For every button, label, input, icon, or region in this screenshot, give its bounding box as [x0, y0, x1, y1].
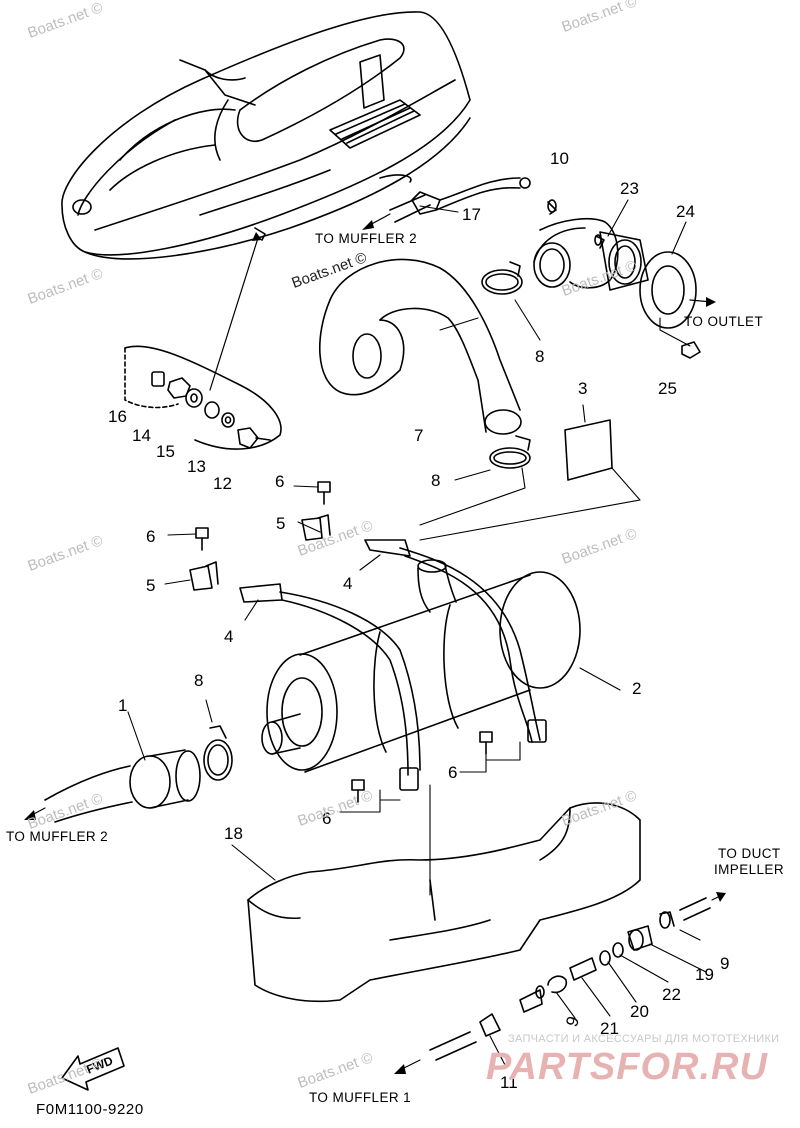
fwd-arrow-icon	[61, 1047, 125, 1091]
drawing-code: F0M1100-9220	[36, 1101, 144, 1118]
watercraft-illustration	[61, 11, 471, 260]
muffler-strap-lower	[239, 583, 421, 791]
exhaust-hose-7	[318, 258, 522, 435]
part-label-6-d: 6	[322, 809, 332, 828]
muffler-strap-upper	[359, 539, 547, 743]
brand-tagline: ЗАПЧАСТИ И АКСЕССУАРЫ ДЛЯ МОТОТЕХНИКИ	[508, 1033, 780, 1045]
part-label-1: 1	[118, 696, 128, 715]
part-label-3: 3	[578, 379, 588, 398]
part-label-6-c: 6	[448, 763, 458, 782]
heat-cover-18	[231, 802, 641, 1003]
callout-impeller: IMPELLER	[714, 862, 784, 877]
part-label-22: 22	[662, 985, 681, 1004]
callout-to-muffler-2-left: TO MUFFLER 2	[6, 829, 109, 844]
part-label-8-middle: 8	[431, 471, 441, 490]
part-label-17: 17	[462, 205, 481, 224]
part-label-20: 20	[630, 1002, 649, 1021]
muffler-2	[261, 559, 621, 773]
part-label-4-lower: 4	[224, 627, 234, 646]
part-label-9-upper: 9	[720, 954, 730, 973]
part-label-7: 7	[414, 426, 424, 445]
bolt-6-a	[293, 481, 331, 505]
outlet-elbow-assembly	[533, 199, 716, 359]
callout-to-muffler-2-top: TO MUFFLER 2	[315, 231, 418, 246]
hose-clamp-8-lower	[203, 699, 233, 781]
part-label-5-lower: 5	[146, 576, 156, 595]
part-label-10: 10	[550, 149, 569, 168]
part-label-6-b: 6	[146, 527, 156, 546]
part-label-18: 18	[224, 824, 243, 843]
part-label-12: 12	[213, 474, 232, 493]
side-fitting-panel	[124, 345, 282, 450]
plate-3	[419, 404, 641, 541]
bracket-5-lower	[164, 561, 219, 591]
exhaust-hose-1	[24, 711, 201, 823]
callout-to-duct: TO DUCT	[718, 846, 781, 861]
pipe-17	[362, 177, 531, 230]
part-label-21: 21	[600, 1019, 619, 1038]
part-label-2: 2	[632, 679, 642, 698]
hose-clamp-8-middle	[419, 435, 531, 526]
hose-clamp-8-upper	[481, 261, 541, 341]
part-label-16: 16	[108, 407, 127, 426]
bracket-5-upper	[297, 514, 331, 541]
bolt-6-c	[459, 731, 521, 773]
part-label-15: 15	[156, 442, 175, 461]
part-label-24: 24	[676, 202, 695, 221]
part-label-11: 11	[500, 1073, 518, 1092]
bolt-6-d	[339, 779, 401, 813]
part-label-19: 19	[695, 965, 714, 984]
callout-to-muffler-1: TO MUFFLER 1	[309, 1090, 412, 1105]
part-label-4-upper: 4	[343, 574, 353, 593]
part-label-25: 25	[658, 379, 677, 398]
brand-logo: PARTSFOR.RU	[486, 1046, 768, 1088]
part-label-23: 23	[620, 179, 639, 198]
part-label-14: 14	[132, 426, 151, 445]
part-label-8-lower: 8	[194, 671, 204, 690]
part-label-5-upper: 5	[276, 514, 286, 533]
part-label-6-a: 6	[275, 472, 285, 491]
callout-to-outlet: TO OUTLET	[684, 314, 764, 329]
part-label-8-upper: 8	[535, 347, 545, 366]
part-label-13: 13	[187, 457, 206, 476]
bolt-6-b	[167, 527, 209, 551]
lower-hose-fittings	[394, 892, 726, 1074]
